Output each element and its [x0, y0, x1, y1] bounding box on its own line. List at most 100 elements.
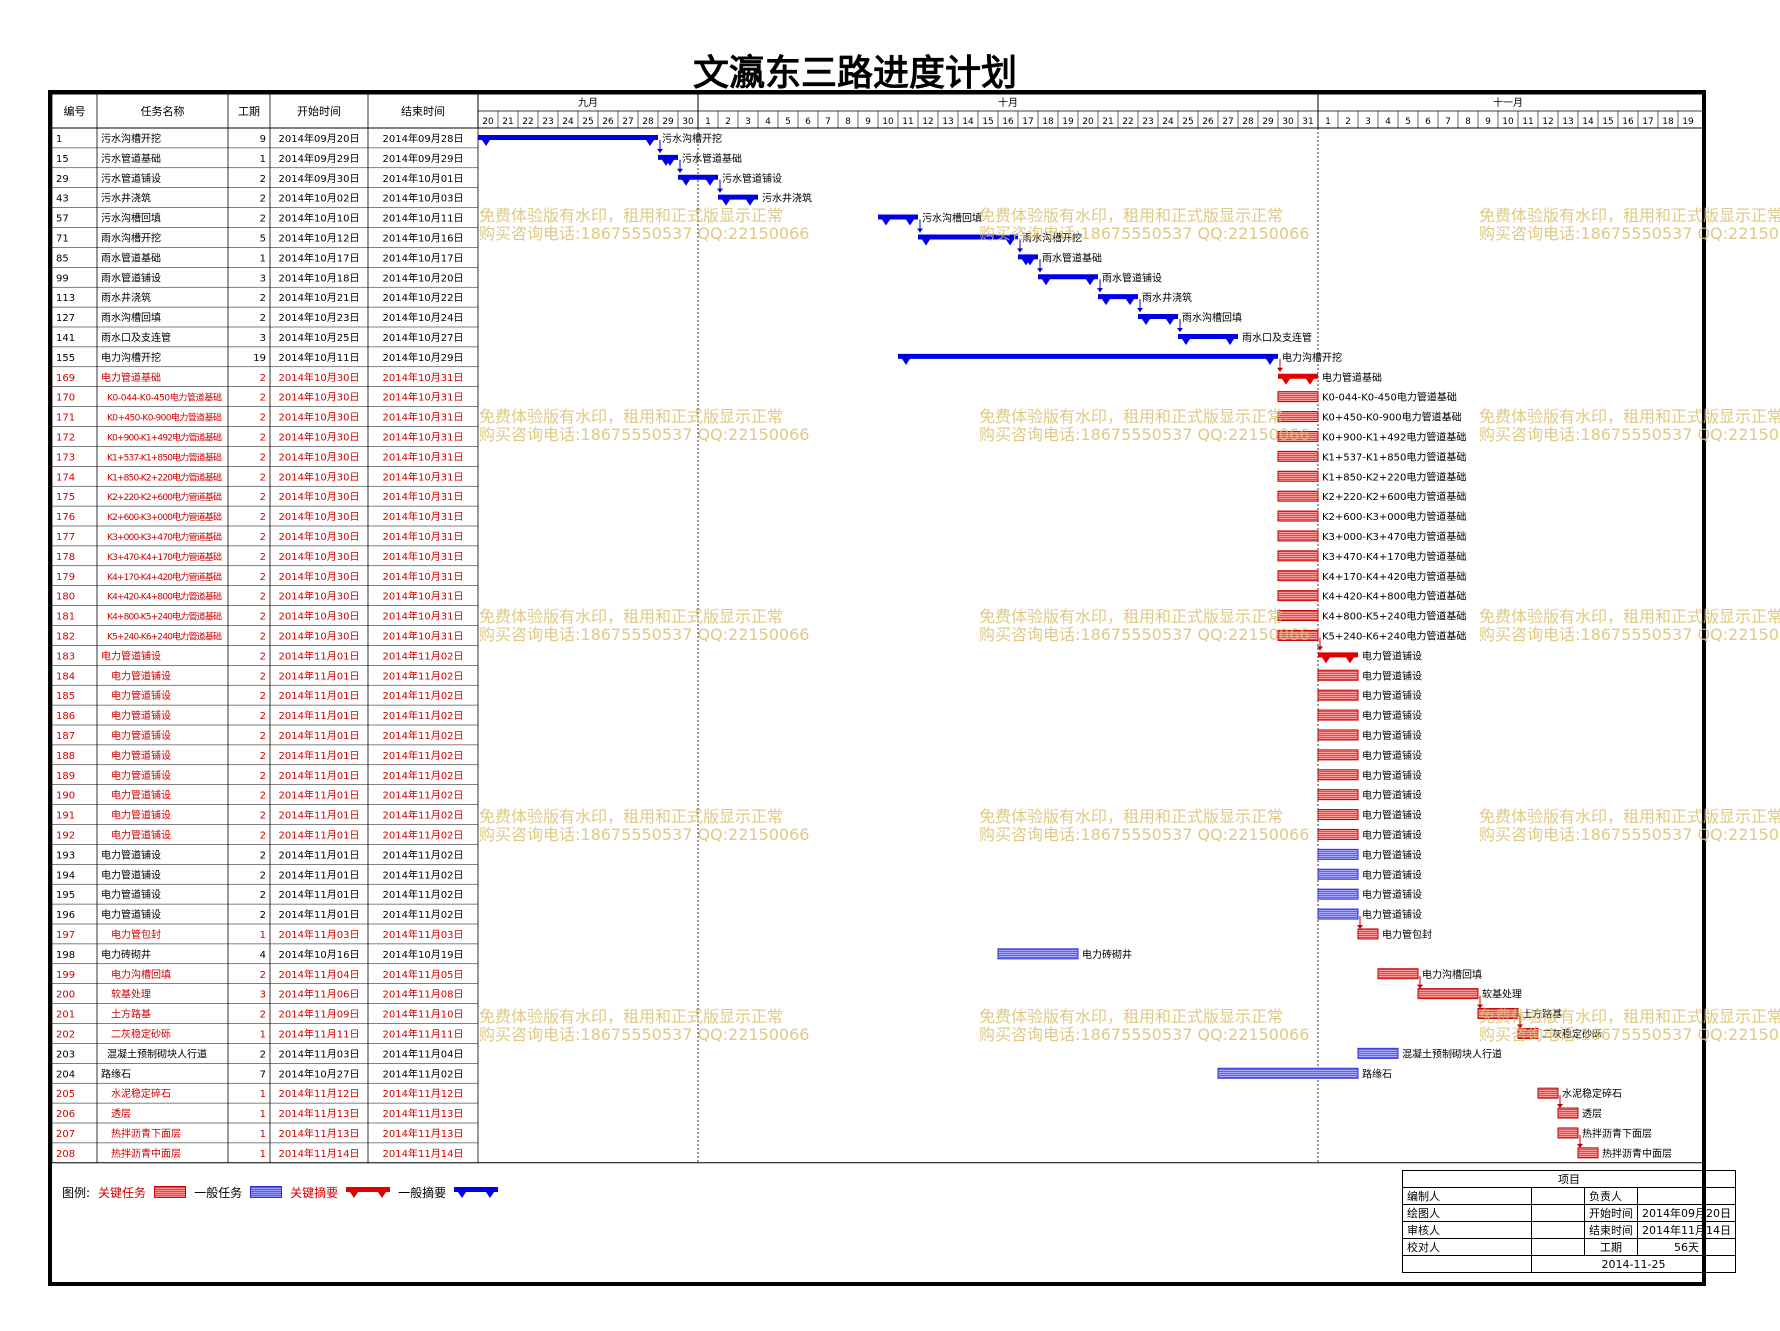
start-value: 2014年09月20日 [1637, 1204, 1736, 1222]
task-bar [1277, 590, 1319, 602]
row-name: 电力管道铺设 [101, 649, 161, 662]
task-bar [1317, 749, 1359, 761]
dependency-arrowhead [917, 228, 923, 233]
day-label: 4 [765, 117, 771, 127]
page-title: 文瀛东三路进度计划 [692, 52, 1017, 94]
task-bar [1277, 411, 1319, 423]
row-id: 188 [56, 751, 75, 762]
row-start: 2014年11月11日 [279, 1027, 360, 1040]
row-name: 电力管道铺设 [111, 749, 171, 762]
row-duration: 2 [260, 413, 266, 424]
row-start: 2014年10月30日 [279, 570, 360, 583]
dependency-arrowhead [1137, 308, 1143, 313]
day-label: 31 [1302, 117, 1313, 127]
bar-label: 电力管道铺设 [1362, 689, 1422, 702]
row-end: 2014年11月13日 [383, 1107, 464, 1120]
reviewer-label: 审核人 [1402, 1221, 1532, 1239]
row-name: 水泥稳定碎石 [111, 1087, 171, 1100]
row-duration: 2 [260, 492, 266, 503]
day-label: 19 [1062, 117, 1074, 127]
row-name: 电力管道铺设 [111, 689, 171, 702]
date-empty [1402, 1255, 1532, 1273]
row-duration: 1 [260, 253, 266, 264]
row-end: 2014年11月02日 [383, 868, 464, 881]
row-id: 57 [56, 214, 69, 225]
row-duration: 1 [260, 930, 266, 941]
day-label: 19 [1682, 117, 1694, 127]
header-end: 结束时间 [401, 105, 445, 118]
day-label: 3 [745, 117, 751, 127]
dependency-arrowhead [1357, 924, 1363, 929]
row-duration: 2 [260, 373, 266, 384]
row-start: 2014年11月01日 [279, 729, 360, 742]
task-bar [1577, 1147, 1599, 1159]
summary-bar [1098, 294, 1138, 306]
row-duration: 2 [260, 612, 266, 623]
row-name: 热拌沥青下面层 [111, 1127, 181, 1140]
row-name: 电力管道铺设 [111, 729, 171, 742]
row-duration: 1 [260, 1149, 266, 1160]
day-label: 29 [662, 117, 674, 127]
row-name: 雨水管道基础 [101, 251, 161, 264]
row-name: 污水井浇筑 [101, 192, 151, 205]
row-start: 2014年11月03日 [279, 1047, 360, 1060]
row-id: 191 [56, 811, 75, 822]
project-info-box: 项目 编制人 负责人 绘图人 开始时间 2014年09月20日 审核人 结束时间… [1402, 1170, 1736, 1273]
day-label: 4 [1385, 117, 1391, 127]
row-end: 2014年11月11日 [383, 1027, 464, 1040]
row-start: 2014年11月12日 [279, 1087, 360, 1100]
watermark-line1: 免费体验版有水印，租用和正式版显示正常 [979, 407, 1284, 426]
row-duration: 2 [260, 432, 266, 443]
row-duration: 2 [260, 1010, 266, 1021]
watermark-line1: 免费体验版有水印，租用和正式版显示正常 [979, 607, 1284, 626]
row-end: 2014年11月02日 [383, 908, 464, 921]
row-end: 2014年11月02日 [383, 1067, 464, 1080]
row-end: 2014年11月02日 [383, 809, 464, 822]
watermark-line1: 免费体验版有水印，租用和正式版显示正常 [479, 407, 784, 426]
row-start: 2014年11月01日 [279, 669, 360, 682]
row-start: 2014年09月20日 [279, 132, 360, 145]
row-duration: 2 [260, 890, 266, 901]
row-end: 2014年10月03日 [383, 192, 464, 205]
row-end: 2014年11月10日 [383, 1008, 464, 1021]
task-bar [1277, 530, 1319, 542]
day-label: 26 [602, 117, 614, 127]
row-id: 192 [56, 830, 75, 841]
row-start: 2014年10月18日 [279, 271, 360, 284]
day-label: 8 [1465, 117, 1471, 127]
row-duration: 2 [260, 751, 266, 762]
row-end: 2014年11月02日 [383, 769, 464, 782]
row-id: 85 [56, 253, 69, 264]
row-end: 2014年10月17日 [383, 251, 464, 264]
row-id: 174 [56, 472, 75, 483]
row-duration: 7 [260, 1069, 266, 1080]
row-start: 2014年10月02日 [279, 192, 360, 205]
row-name: 电力管道铺设 [101, 908, 161, 921]
row-start: 2014年10月30日 [279, 371, 360, 384]
bar-label: 电力管道铺设 [1362, 868, 1422, 881]
bar-label: 污水井浇筑 [762, 192, 812, 205]
bar-label: 电力管道铺设 [1362, 789, 1422, 802]
bar-label: K1+537-K1+850电力管道基础 [1322, 450, 1466, 463]
row-start: 2014年10月30日 [279, 450, 360, 463]
row-id: 208 [56, 1149, 75, 1160]
row-duration: 2 [260, 910, 266, 921]
legend-prefix: 图例: [62, 1185, 91, 1200]
task-bar [1277, 450, 1319, 462]
watermark: 免费体验版有水印，租用和正式版显示正常购买咨询电话:18675550537 QQ… [1479, 408, 1780, 444]
reviewer-value [1531, 1221, 1585, 1239]
dependency-arrowhead [1097, 288, 1103, 293]
task-bar [1317, 828, 1359, 840]
row-name: 热拌沥青中面层 [111, 1147, 181, 1160]
bar-label: 软基处理 [1482, 988, 1522, 1001]
day-label: 9 [1485, 117, 1491, 127]
row-start: 2014年11月04日 [279, 968, 360, 981]
dependency-arrowhead [1417, 984, 1423, 989]
row-name: K0-044-K0-450电力管道基础 [107, 392, 222, 404]
bar-label: 电力管道铺设 [1362, 709, 1422, 722]
task-bar [997, 948, 1079, 960]
day-label: 17 [1642, 117, 1653, 127]
row-duration: 2 [260, 572, 266, 583]
row-name: 电力管道铺设 [111, 789, 171, 802]
